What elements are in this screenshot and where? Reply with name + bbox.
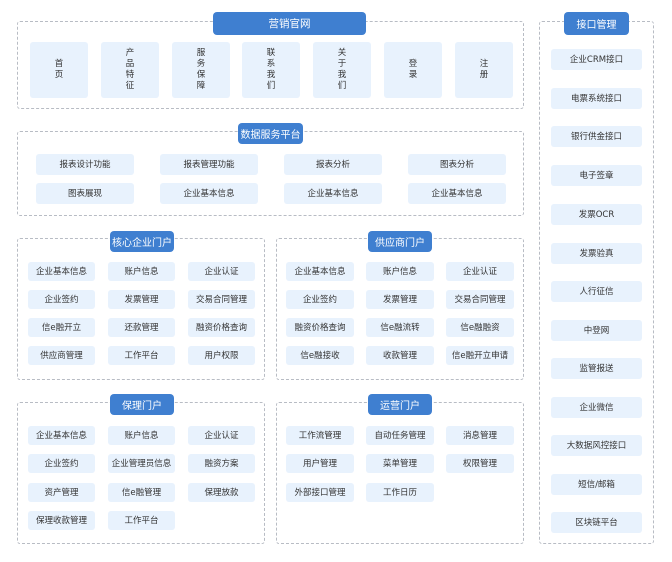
nav-item-home[interactable]: 首页: [30, 42, 88, 98]
factoring-item[interactable]: 工作平台: [108, 511, 175, 530]
supplier-item[interactable]: 企业认证: [446, 262, 514, 281]
factoring-item[interactable]: 保理放款: [188, 483, 255, 502]
supplier-portal-title: 供应商门户: [368, 231, 432, 252]
ops-item[interactable]: 工作流管理: [286, 426, 354, 445]
factoring-item[interactable]: 企业认证: [188, 426, 255, 445]
data-item[interactable]: 报表分析: [284, 154, 382, 175]
core-item[interactable]: 企业认证: [188, 262, 255, 281]
core-item[interactable]: 信e融开立: [28, 318, 95, 337]
core-portal-title: 核心企业门户: [110, 231, 174, 252]
supplier-item[interactable]: 信e融开立申请: [446, 346, 514, 365]
factoring-item[interactable]: 信e融管理: [108, 483, 175, 502]
supplier-item[interactable]: 信e融融资: [446, 318, 514, 337]
data-platform-title: 数据服务平台: [238, 123, 303, 144]
factoring-item[interactable]: 企业基本信息: [28, 426, 95, 445]
ops-item[interactable]: 权限管理: [446, 454, 514, 473]
supplier-item[interactable]: 发票管理: [366, 290, 434, 309]
ops-item[interactable]: 用户管理: [286, 454, 354, 473]
nav-item-about[interactable]: 关于我们: [313, 42, 371, 98]
supplier-item[interactable]: 信e融接收: [286, 346, 354, 365]
interface-item[interactable]: 企业微信: [551, 397, 642, 418]
factoring-item[interactable]: 融资方案: [188, 454, 255, 473]
interface-item[interactable]: 人行征信: [551, 281, 642, 302]
core-item[interactable]: 用户权限: [188, 346, 255, 365]
ops-portal-title: 运营门户: [368, 394, 432, 415]
ops-item[interactable]: 工作日历: [366, 483, 434, 502]
core-item[interactable]: 交易合同管理: [188, 290, 255, 309]
interface-title: 接口管理: [564, 12, 629, 35]
interface-item[interactable]: 电票系统接口: [551, 88, 642, 109]
core-item[interactable]: 供应商管理: [28, 346, 95, 365]
interface-item[interactable]: 发票验真: [551, 243, 642, 264]
data-item[interactable]: 图表展现: [36, 183, 134, 204]
ops-item[interactable]: 自动任务管理: [366, 426, 434, 445]
supplier-item[interactable]: 收款管理: [366, 346, 434, 365]
ops-portal-panel: [276, 402, 524, 544]
core-item[interactable]: 企业基本信息: [28, 262, 95, 281]
data-item[interactable]: 企业基本信息: [284, 183, 382, 204]
data-item[interactable]: 报表设计功能: [36, 154, 134, 175]
data-item[interactable]: 图表分析: [408, 154, 506, 175]
interface-item[interactable]: 中登网: [551, 320, 642, 341]
data-item[interactable]: 报表管理功能: [160, 154, 258, 175]
ops-item[interactable]: 菜单管理: [366, 454, 434, 473]
nav-item-contact[interactable]: 联系我们: [242, 42, 300, 98]
supplier-item[interactable]: 企业基本信息: [286, 262, 354, 281]
factoring-portal-title: 保理门户: [110, 394, 174, 415]
factoring-item[interactable]: 企业管理员信息: [108, 454, 175, 473]
supplier-item[interactable]: 企业签约: [286, 290, 354, 309]
data-item[interactable]: 企业基本信息: [160, 183, 258, 204]
factoring-item[interactable]: 资产管理: [28, 483, 95, 502]
factoring-item[interactable]: 账户信息: [108, 426, 175, 445]
supplier-item[interactable]: 信e融流转: [366, 318, 434, 337]
core-item[interactable]: 还款管理: [108, 318, 175, 337]
nav-item-service[interactable]: 服务保障: [172, 42, 230, 98]
ops-item[interactable]: 消息管理: [446, 426, 514, 445]
core-item[interactable]: 工作平台: [108, 346, 175, 365]
interface-item[interactable]: 电子签章: [551, 165, 642, 186]
interface-item[interactable]: 短信/邮箱: [551, 474, 642, 495]
supplier-item[interactable]: 账户信息: [366, 262, 434, 281]
interface-item[interactable]: 发票OCR: [551, 204, 642, 225]
data-item[interactable]: 企业基本信息: [408, 183, 506, 204]
nav-item-product[interactable]: 产品特征: [101, 42, 159, 98]
core-item[interactable]: 融资价格查询: [188, 318, 255, 337]
interface-item[interactable]: 企业CRM接口: [551, 49, 642, 70]
supplier-item[interactable]: 交易合同管理: [446, 290, 514, 309]
core-item[interactable]: 账户信息: [108, 262, 175, 281]
marketing-title: 营销官网: [213, 12, 366, 35]
core-item[interactable]: 企业签约: [28, 290, 95, 309]
supplier-item[interactable]: 融资价格查询: [286, 318, 354, 337]
interface-item[interactable]: 大数据风控接口: [551, 435, 642, 456]
interface-item[interactable]: 区块链平台: [551, 512, 642, 533]
core-item[interactable]: 发票管理: [108, 290, 175, 309]
ops-item[interactable]: 外部接口管理: [286, 483, 354, 502]
factoring-item[interactable]: 企业签约: [28, 454, 95, 473]
interface-item[interactable]: 银行供金接口: [551, 126, 642, 147]
factoring-item[interactable]: 保理收款管理: [28, 511, 95, 530]
nav-item-login[interactable]: 登录: [384, 42, 442, 98]
nav-item-register[interactable]: 注册: [455, 42, 513, 98]
interface-item[interactable]: 监管报送: [551, 358, 642, 379]
